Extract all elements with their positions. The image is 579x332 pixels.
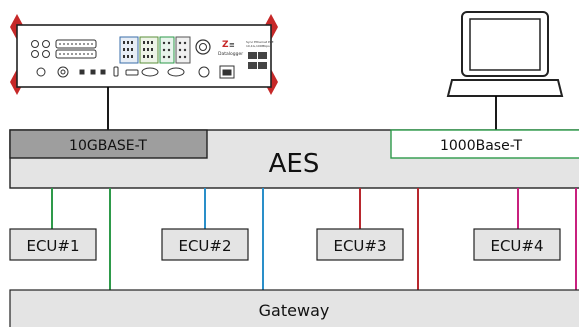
port-1000base-t-label: 1000Base-T — [440, 138, 522, 154]
svg-text:≡: ≡ — [229, 41, 235, 49]
laptop-icon — [446, 11, 564, 97]
gateway-label: Gateway — [259, 301, 330, 320]
device-port-text-1: Sync Ethernet PoE — [246, 40, 274, 44]
aes-label: AES — [269, 149, 320, 179]
svg-text:Z: Z — [222, 40, 229, 50]
ecu-box-2: ECU#2 — [161, 228, 249, 261]
ecu-4-label: ECU#4 — [490, 237, 543, 255]
device-ethernet-jacks — [248, 52, 267, 69]
datalogger-brand-label: Datalogger — [218, 51, 243, 57]
datalogger-device: Z ≡ Datalogger Sync Ethernet PoE 10,1G,1… — [10, 14, 278, 95]
device-port-group-bottom — [36, 65, 235, 79]
port-1000base-t — [390, 129, 579, 159]
ecu-2-label: ECU#2 — [178, 237, 231, 255]
datalogger-logo: Z ≡ Datalogger — [218, 40, 243, 57]
ecu-box-1: ECU#1 — [9, 228, 97, 261]
ecu-3-label: ECU#3 — [333, 237, 386, 255]
ecu-links — [51, 188, 577, 290]
device-port-group-left — [31, 39, 97, 59]
ecu-1-label: ECU#1 — [26, 237, 79, 255]
device-power-connector — [195, 39, 211, 55]
port-10gbase-t — [9, 129, 208, 159]
device-connector-matrix — [119, 36, 191, 64]
ecu-box-3: ECU#3 — [316, 228, 404, 261]
port-10gbase-t-label: 10GBASE-T — [69, 138, 147, 154]
gateway-bus — [9, 289, 579, 332]
device-port-text-2: 10,1G,100Mbps — [246, 44, 270, 48]
ecu-box-4: ECU#4 — [473, 228, 561, 261]
